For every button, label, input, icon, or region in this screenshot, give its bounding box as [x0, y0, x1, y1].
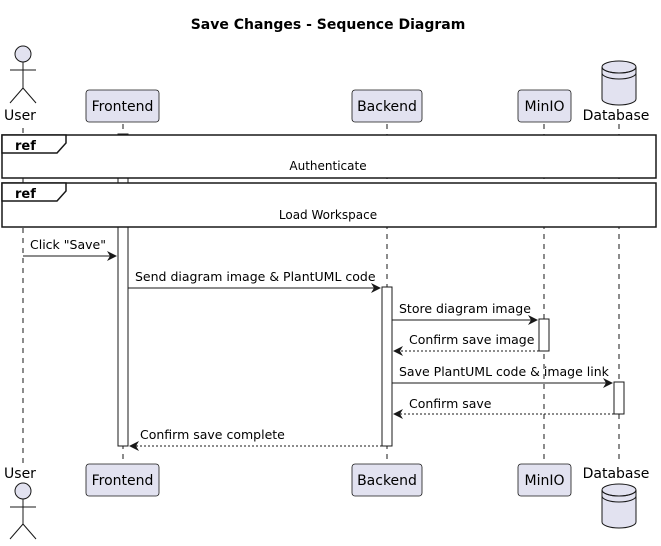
participant-label-database: Database	[583, 108, 650, 124]
message-label: Confirm save image	[409, 332, 535, 347]
participant-frontend-top: Frontend	[85, 89, 160, 123]
participant-label-frontend: Frontend	[92, 99, 154, 115]
activation-database	[613, 381, 625, 415]
participant-label-database: Database	[583, 466, 650, 482]
message-label: Send diagram image & PlantUML code	[135, 269, 376, 284]
participant-label-minio: MinIO	[525, 473, 565, 489]
user-actor-bottom: User	[4, 466, 37, 540]
activation-frontend	[117, 133, 129, 447]
diagram-title: Save Changes - Sequence Diagram	[191, 17, 466, 33]
participant-backend-bottom: Backend	[351, 463, 423, 497]
participant-label-backend: Backend	[357, 99, 417, 115]
participant-frontend-bottom: Frontend	[85, 463, 160, 497]
ref-tag-load-workspace: ref	[15, 187, 36, 202]
participant-backend-top: Backend	[351, 89, 423, 123]
participant-minio-top: MinIO	[517, 89, 572, 123]
message-send-diagram: Send diagram image & PlantUML code	[128, 269, 381, 293]
ref-label-authenticate: Authenticate	[289, 159, 366, 173]
activation-backend	[381, 286, 393, 447]
participant-database-top: Database	[583, 60, 650, 124]
ref-tag-authenticate: ref	[15, 139, 36, 154]
message-confirm-save-image: Confirm save image	[393, 332, 539, 356]
ref-frame-authenticate: ref Authenticate	[1, 134, 657, 179]
database-icon	[601, 60, 637, 106]
message-confirm-save: Confirm save	[393, 396, 614, 419]
participant-label-frontend: Frontend	[92, 473, 154, 489]
participant-label-backend: Backend	[357, 473, 417, 489]
participant-label-user: User	[4, 466, 36, 482]
message-label: Store diagram image	[399, 301, 531, 316]
message-label: Confirm save	[409, 396, 492, 411]
message-label: Save PlantUML code & image link	[399, 364, 610, 379]
message-store-image: Store diagram image	[392, 301, 538, 325]
participant-database-bottom: Database	[583, 466, 650, 529]
message-click-save: Click "Save"	[23, 237, 117, 261]
actor-icon	[9, 482, 37, 540]
participant-label-minio: MinIO	[525, 99, 565, 115]
ref-frame-load-workspace: ref Load Workspace	[1, 182, 657, 228]
message-confirm-save-complete: Confirm save complete	[129, 427, 382, 451]
actor-icon	[9, 45, 37, 104]
message-label: Confirm save complete	[140, 427, 285, 442]
ref-label-load-workspace: Load Workspace	[279, 208, 377, 222]
message-save-plantuml: Save PlantUML code & image link	[392, 364, 613, 388]
database-icon	[601, 483, 637, 529]
activation-minio	[538, 318, 550, 352]
participant-minio-bottom: MinIO	[517, 463, 572, 497]
participant-label-user: User	[4, 108, 36, 124]
message-label: Click "Save"	[30, 237, 106, 252]
user-actor-top: User	[4, 45, 37, 124]
